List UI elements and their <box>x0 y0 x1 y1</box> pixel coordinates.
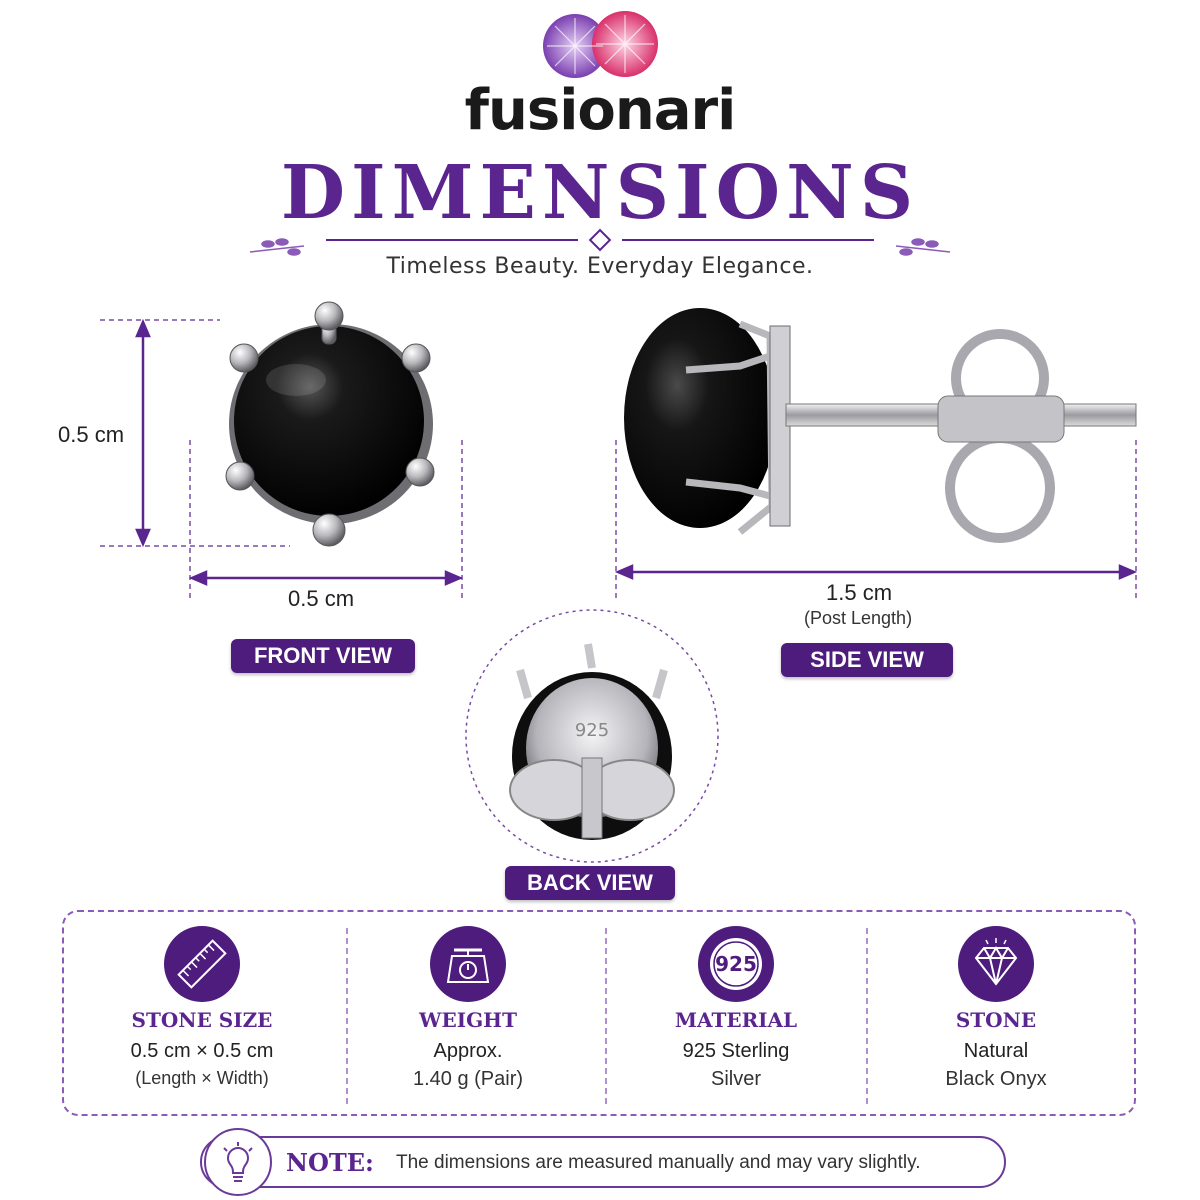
side-view-earring-image <box>624 308 1137 543</box>
note-label: NOTE: <box>286 1148 374 1177</box>
ornament-divider <box>249 228 951 256</box>
spec-stone-size: STONE SIZE 0.5 cm × 0.5 cm (Length × Wid… <box>68 912 336 1118</box>
diamond-icon <box>958 926 1034 1002</box>
spec-weight: WEIGHT Approx. 1.40 g (Pair) <box>334 912 602 1118</box>
spec-title: STONE <box>955 1008 1037 1032</box>
spec-separator <box>605 928 607 1104</box>
front-view-earring-image <box>225 301 435 547</box>
side-length-label: 1.5 cm <box>826 580 893 605</box>
brand-logo-text: fusionari <box>464 78 737 143</box>
tagline: Timeless Beauty. Everyday Elegance. <box>386 254 814 279</box>
spec-title: STONE SIZE <box>131 1008 273 1032</box>
spec-value: Natural <box>963 1040 1029 1062</box>
side-view-measure-lines <box>614 440 1138 600</box>
spec-title: WEIGHT <box>419 1008 517 1032</box>
spec-title: MATERIAL <box>674 1008 798 1032</box>
spec-value: 0.5 cm × 0.5 cm <box>130 1040 274 1062</box>
note-banner: NOTE: The dimensions are measured manual… <box>200 1128 1006 1196</box>
front-height-label: 0.5 cm <box>58 422 125 447</box>
front-width-label: 0.5 cm <box>288 586 355 611</box>
spec-value: Approx. <box>433 1040 503 1062</box>
spec-separator <box>866 928 868 1104</box>
back-view-earring-image: 925 <box>465 609 719 863</box>
front-view-measure-lines <box>100 318 464 600</box>
back-view-badge: BACK VIEW <box>505 866 675 900</box>
scale-icon <box>430 926 506 1002</box>
925-badge-text: 925 <box>715 952 757 976</box>
spec-detail: (Length × Width) <box>135 1068 269 1088</box>
note-text: The dimensions are measured manually and… <box>396 1152 921 1173</box>
specs-box: STONE SIZE 0.5 cm × 0.5 cm (Length × Wid… <box>62 910 1136 1116</box>
logo-flowers-icon <box>543 11 658 78</box>
spec-material: 925 MATERIAL 925 Sterling Silver <box>602 912 870 1118</box>
lightbulb-icon <box>204 1128 272 1196</box>
spec-detail: Silver <box>710 1068 761 1090</box>
page-title: DIMENSIONS <box>280 150 920 236</box>
front-view-badge: FRONT VIEW <box>231 639 415 673</box>
spec-separator <box>346 928 348 1104</box>
side-length-note: (Post Length) <box>804 608 913 628</box>
925-badge-icon: 925 <box>698 926 774 1002</box>
spec-value: 925 Sterling <box>682 1040 790 1062</box>
spec-detail: Black Onyx <box>945 1068 1047 1090</box>
spec-stone: STONE Natural Black Onyx <box>862 912 1130 1118</box>
ruler-icon <box>164 926 240 1002</box>
spec-detail: 1.40 g (Pair) <box>412 1068 524 1090</box>
side-view-badge: SIDE VIEW <box>781 643 953 677</box>
back-stamp-text: 925 <box>575 720 609 741</box>
